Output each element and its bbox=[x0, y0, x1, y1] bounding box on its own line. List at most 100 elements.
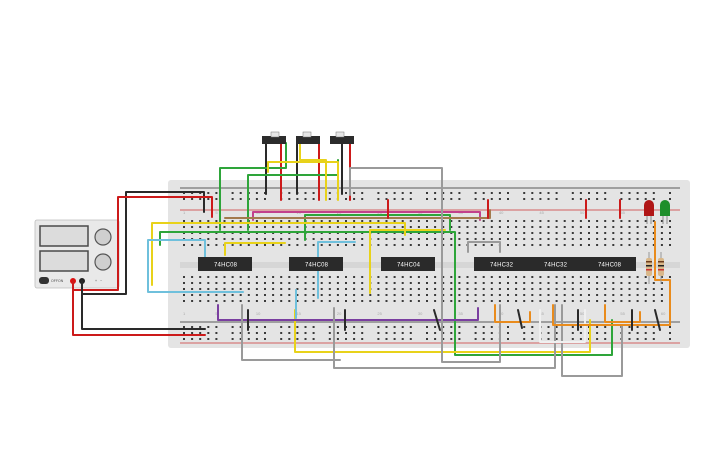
breadboard-hole[interactable] bbox=[547, 332, 550, 334]
breadboard-hole[interactable] bbox=[369, 226, 372, 228]
breadboard-hole[interactable] bbox=[304, 332, 307, 334]
breadboard-hole[interactable] bbox=[215, 244, 218, 246]
breadboard-hole[interactable] bbox=[377, 326, 380, 328]
breadboard-hole[interactable] bbox=[539, 232, 542, 234]
breadboard-hole[interactable] bbox=[636, 282, 639, 284]
breadboard-hole[interactable] bbox=[482, 338, 485, 340]
breadboard-hole[interactable] bbox=[385, 238, 388, 240]
breadboard-hole[interactable] bbox=[312, 288, 315, 290]
breadboard-hole[interactable] bbox=[450, 276, 453, 278]
breadboard-hole[interactable] bbox=[588, 276, 590, 278]
breadboard-hole[interactable] bbox=[353, 338, 356, 340]
breadboard-hole[interactable] bbox=[272, 220, 275, 222]
breadboard-hole[interactable] bbox=[539, 276, 542, 278]
breadboard-hole[interactable] bbox=[409, 332, 412, 334]
breadboard-hole[interactable] bbox=[385, 226, 388, 228]
breadboard-hole[interactable] bbox=[579, 294, 582, 296]
breadboard-hole[interactable] bbox=[369, 294, 372, 296]
breadboard-hole[interactable] bbox=[328, 338, 331, 340]
breadboard-hole[interactable] bbox=[336, 332, 339, 334]
breadboard-hole[interactable] bbox=[660, 238, 663, 240]
breadboard-hole[interactable] bbox=[336, 326, 339, 328]
breadboard-hole[interactable] bbox=[409, 244, 412, 246]
breadboard-hole[interactable] bbox=[515, 244, 518, 246]
breadboard-hole[interactable] bbox=[385, 276, 388, 278]
breadboard-hole[interactable] bbox=[628, 332, 631, 334]
breadboard-hole[interactable] bbox=[272, 282, 275, 284]
breadboard-hole[interactable] bbox=[644, 192, 647, 194]
breadboard-hole[interactable] bbox=[255, 198, 258, 200]
breadboard-hole[interactable] bbox=[474, 244, 477, 246]
breadboard-hole[interactable] bbox=[328, 238, 331, 240]
breadboard-hole[interactable] bbox=[385, 300, 388, 302]
breadboard-hole[interactable] bbox=[531, 192, 534, 194]
breadboard-hole[interactable] bbox=[183, 226, 185, 228]
breadboard-hole[interactable] bbox=[426, 220, 428, 222]
breadboard-hole[interactable] bbox=[442, 192, 445, 194]
breadboard-hole[interactable] bbox=[417, 300, 420, 302]
breadboard-hole[interactable] bbox=[426, 326, 428, 328]
breadboard-hole[interactable] bbox=[280, 326, 283, 328]
breadboard-hole[interactable] bbox=[466, 294, 469, 296]
breadboard-hole[interactable] bbox=[231, 220, 234, 222]
breadboard-hole[interactable] bbox=[239, 288, 242, 290]
breadboard-hole[interactable] bbox=[353, 276, 356, 278]
breadboard-hole[interactable] bbox=[482, 300, 485, 302]
breadboard-hole[interactable] bbox=[555, 332, 558, 334]
breadboard-hole[interactable] bbox=[490, 326, 493, 328]
breadboard-hole[interactable] bbox=[652, 192, 655, 194]
breadboard-hole[interactable] bbox=[304, 294, 307, 296]
breadboard-hole[interactable] bbox=[239, 332, 242, 334]
breadboard-hole[interactable] bbox=[507, 338, 509, 340]
breadboard-hole[interactable] bbox=[385, 338, 388, 340]
breadboard-hole[interactable] bbox=[604, 294, 607, 296]
breadboard-hole[interactable] bbox=[612, 288, 615, 290]
breadboard-hole[interactable] bbox=[474, 238, 477, 240]
breadboard-hole[interactable] bbox=[442, 326, 445, 328]
breadboard-hole[interactable] bbox=[191, 220, 194, 222]
breadboard-hole[interactable] bbox=[385, 198, 388, 200]
breadboard-hole[interactable] bbox=[328, 332, 331, 334]
breadboard-hole[interactable] bbox=[393, 300, 396, 302]
breadboard-hole[interactable] bbox=[450, 294, 453, 296]
breadboard-hole[interactable] bbox=[312, 220, 315, 222]
breadboard-hole[interactable] bbox=[409, 326, 412, 328]
breadboard-hole[interactable] bbox=[231, 192, 234, 194]
breadboard-hole[interactable] bbox=[458, 288, 461, 290]
breadboard-hole[interactable] bbox=[596, 276, 599, 278]
breadboard-hole[interactable] bbox=[612, 244, 615, 246]
breadboard-hole[interactable] bbox=[393, 192, 396, 194]
breadboard-hole[interactable] bbox=[531, 326, 534, 328]
breadboard-hole[interactable] bbox=[199, 244, 202, 246]
breadboard-hole[interactable] bbox=[345, 226, 347, 228]
breadboard-hole[interactable] bbox=[280, 282, 283, 284]
breadboard-hole[interactable] bbox=[669, 244, 671, 246]
breadboard-hole[interactable] bbox=[239, 220, 242, 222]
breadboard-hole[interactable] bbox=[345, 244, 347, 246]
breadboard-hole[interactable] bbox=[426, 300, 428, 302]
breadboard-hole[interactable] bbox=[628, 232, 631, 234]
breadboard-hole[interactable] bbox=[466, 238, 469, 240]
breadboard-hole[interactable] bbox=[385, 332, 388, 334]
breadboard-hole[interactable] bbox=[596, 220, 599, 222]
breadboard-hole[interactable] bbox=[523, 198, 526, 200]
breadboard-hole[interactable] bbox=[482, 226, 485, 228]
breadboard-hole[interactable] bbox=[207, 192, 210, 194]
breadboard-hole[interactable] bbox=[669, 192, 671, 194]
breadboard-hole[interactable] bbox=[604, 300, 607, 302]
breadboard-hole[interactable] bbox=[280, 276, 283, 278]
breadboard-hole[interactable] bbox=[604, 282, 607, 284]
breadboard-hole[interactable] bbox=[304, 326, 307, 328]
breadboard-hole[interactable] bbox=[507, 220, 509, 222]
breadboard-hole[interactable] bbox=[539, 294, 542, 296]
breadboard-hole[interactable] bbox=[183, 282, 185, 284]
breadboard-hole[interactable] bbox=[336, 220, 339, 222]
breadboard-hole[interactable] bbox=[255, 226, 258, 228]
breadboard-hole[interactable] bbox=[466, 300, 469, 302]
breadboard-hole[interactable] bbox=[393, 244, 396, 246]
breadboard-hole[interactable] bbox=[523, 276, 526, 278]
breadboard-hole[interactable] bbox=[450, 338, 453, 340]
breadboard-hole[interactable] bbox=[555, 294, 558, 296]
breadboard-hole[interactable] bbox=[450, 192, 453, 194]
breadboard-hole[interactable] bbox=[660, 294, 663, 296]
